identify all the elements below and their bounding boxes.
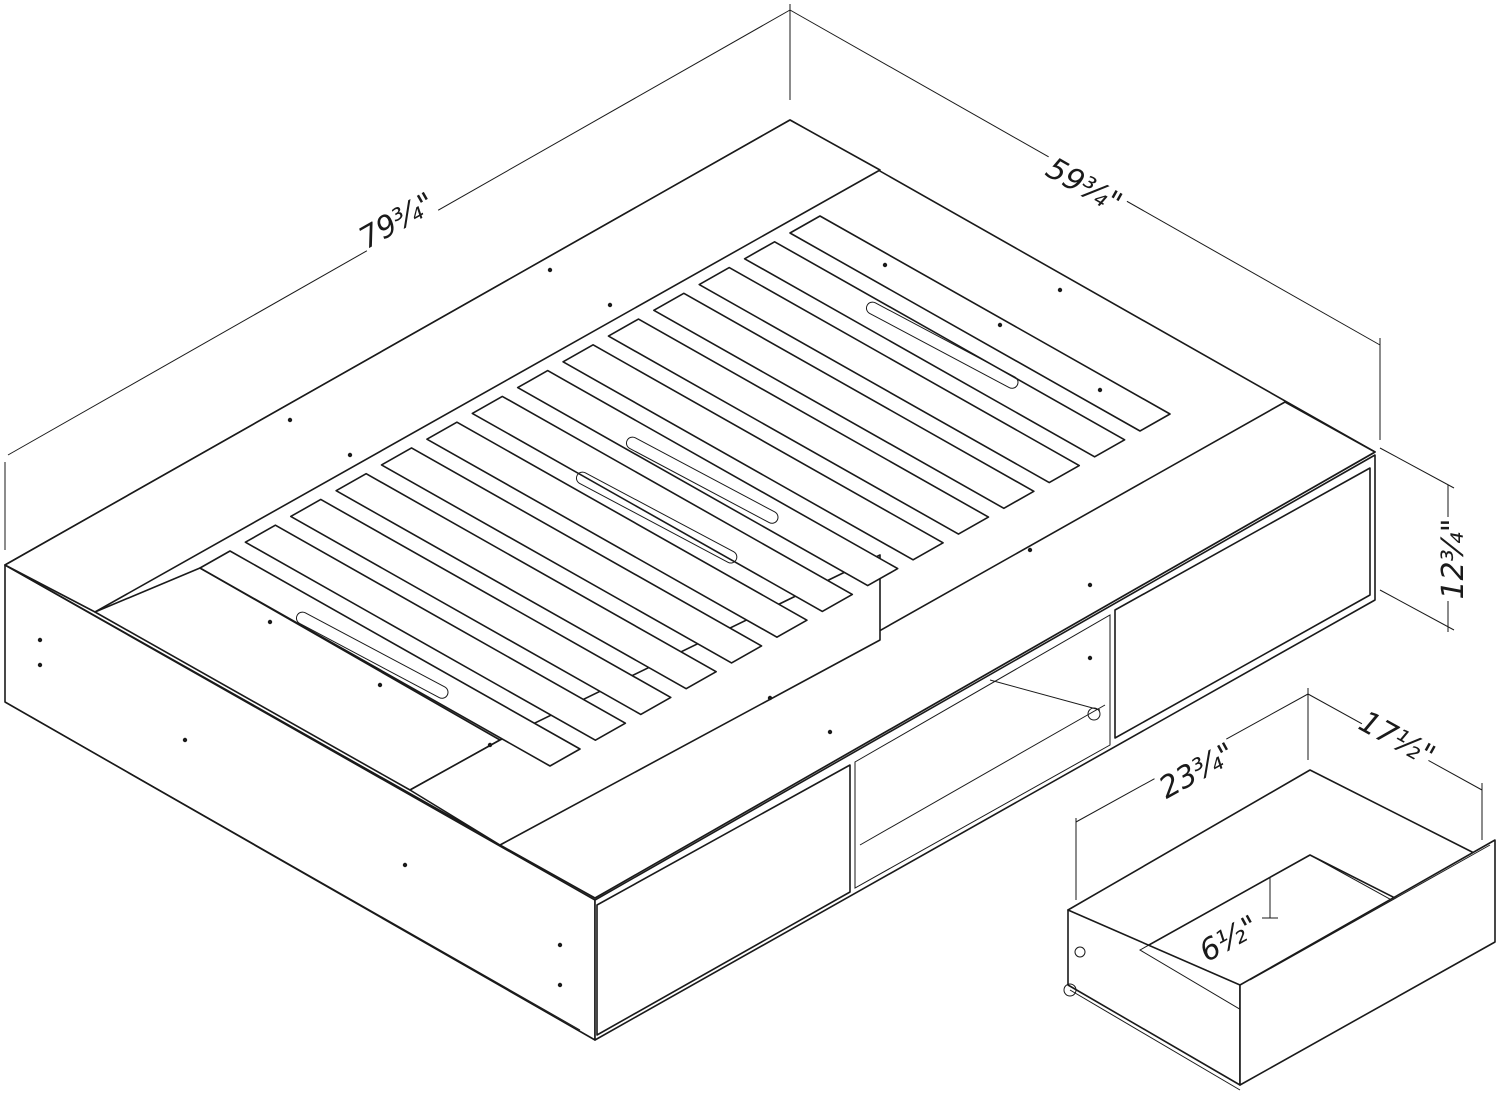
drawer-cam-hole [1074, 946, 1086, 958]
slat [516, 369, 899, 587]
screw-hole [1027, 547, 1033, 553]
screw-hole [1087, 655, 1093, 661]
screw-hole [557, 982, 563, 988]
screw-hole [557, 942, 563, 948]
drawer-detail [1063, 769, 1496, 1091]
rail-front-end [499, 401, 1376, 899]
hand-slot-1 [295, 611, 449, 699]
slat [562, 344, 944, 561]
bed-slats [199, 215, 1171, 767]
height-extension-top [1379, 447, 1455, 489]
screw-hole [1087, 582, 1093, 588]
bed-drawers [596, 467, 1371, 1036]
screw-hole [607, 302, 613, 308]
cubby-shelf [859, 704, 1106, 846]
drawer-rail [989, 679, 1101, 711]
screw-hole [37, 662, 43, 668]
drawer-roller [1063, 983, 1077, 997]
slat [789, 215, 1171, 432]
drawer-front-panel [1239, 839, 1496, 1086]
screw-hole [402, 862, 408, 868]
slat [380, 447, 763, 664]
slat [289, 498, 672, 716]
drawer-front-top-edge [1249, 844, 1491, 981]
screw-hole [882, 262, 888, 268]
screw-hole [1057, 287, 1063, 293]
rail-roller [1087, 707, 1101, 721]
bed-bottom-edge [29, 715, 596, 1041]
slat [743, 240, 1126, 458]
screw-hole [182, 737, 188, 743]
slat [244, 524, 627, 742]
slat [199, 550, 581, 767]
screw-hole [347, 452, 353, 458]
screw-hole [287, 417, 293, 423]
drawer-glide [1069, 989, 1241, 1091]
slat [471, 395, 854, 613]
hand-slot-3 [625, 436, 779, 524]
screw-hole [37, 637, 43, 643]
screw-hole [267, 619, 273, 625]
screw-hole [487, 742, 493, 748]
height-extension-bottom [1379, 589, 1455, 631]
hand-slots [295, 301, 1019, 699]
screw-hole [547, 267, 553, 273]
slat [607, 318, 990, 535]
screw-hole [827, 729, 833, 735]
hand-slot-4 [865, 301, 1019, 389]
slat [653, 292, 1035, 510]
slat [426, 421, 808, 638]
hand-slot-2 [575, 471, 738, 564]
screw-hole [767, 695, 773, 701]
height-label: 12¾" [1436, 518, 1471, 599]
screw-hole [1097, 387, 1103, 393]
open-cubby [854, 614, 1111, 889]
slat [698, 266, 1081, 484]
rail-left-long [4, 119, 881, 613]
slat [335, 472, 717, 690]
screw-hole [997, 322, 1003, 328]
screw-holes [37, 262, 1103, 988]
drawer-front-1 [596, 764, 851, 1036]
drawer-front-2 [1114, 467, 1371, 739]
screw-hole [377, 682, 383, 688]
